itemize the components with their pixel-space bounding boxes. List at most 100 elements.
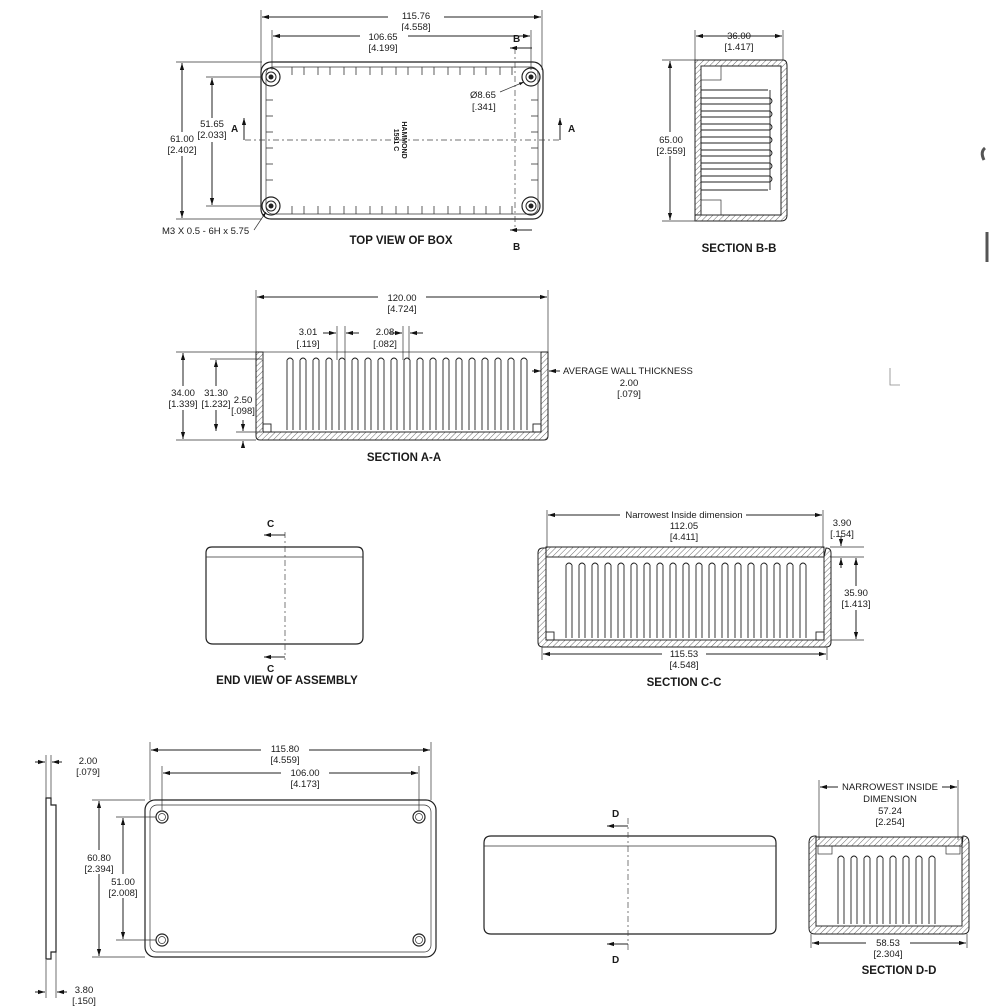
narrowest-inside-in: [4.411] [670, 532, 698, 543]
rib-marks [266, 67, 538, 214]
section-cc-outside-in: [4.548] [669, 660, 698, 671]
section-aa-depth-in: [1.339] [168, 399, 197, 410]
section-aa-walls [255, 351, 549, 441]
side-view: D D [483, 809, 777, 966]
section-dd-lid [815, 836, 963, 847]
end-view: C C END VIEW OF ASSEMBLY [205, 519, 364, 687]
overall-length: 115.76 [402, 11, 430, 22]
dd-inside: 57.24 [878, 806, 902, 817]
lid-edge-profile [45, 797, 57, 960]
rib-width: 2.08 [376, 327, 395, 338]
section-bb-height-in: [2.559] [656, 146, 685, 157]
section-dd: NARROWEST INSIDE DIMENSION 57.24 [2.254]… [808, 780, 970, 977]
narrowest-inside: 112.05 [670, 521, 698, 532]
lid-holes [155, 810, 426, 947]
floor-thickness: 2.50 [234, 395, 253, 406]
end-view-outline [205, 546, 364, 645]
section-cc-walls [537, 547, 832, 648]
section-cc-lid [545, 546, 825, 558]
lid-hole-span-in: [4.173] [290, 779, 319, 790]
stray-mark [889, 368, 900, 386]
wall-thickness: 2.00 [620, 378, 639, 389]
lid-hole-span: 106.00 [290, 768, 319, 779]
wall-thickness-in: [.079] [617, 389, 641, 400]
lid-thickness-2: 2.00 [79, 756, 98, 767]
dd-inside-label-1: NARROWEST INSIDE [842, 782, 938, 793]
lid-length-in: [4.559] [270, 755, 299, 766]
model-text: 1591 C [392, 129, 399, 152]
hole-height-in: [2.033] [197, 130, 226, 141]
section-aa-length: 120.00 [387, 293, 416, 304]
section-aa-ribs [262, 357, 542, 433]
section-d-bottom-label: D [612, 955, 619, 966]
lid-height-in: [2.394] [84, 864, 113, 875]
section-cc: Narrowest Inside dimension 112.05 [4.411… [537, 509, 872, 689]
boss-diameter-in: [.341] [472, 102, 496, 113]
lid-hole-height: 51.00 [111, 877, 135, 888]
section-c-bottom-label: C [267, 664, 274, 675]
narrowest-inside-label: Narrowest Inside dimension [625, 510, 742, 521]
side-view-outline [483, 835, 777, 935]
rib-pitch-in: [.119] [296, 339, 319, 350]
rib-pitch: 3.01 [299, 327, 318, 338]
section-a-left-label: A [231, 124, 238, 135]
height-in: [2.402] [167, 145, 196, 156]
end-view-title: END VIEW OF ASSEMBLY [216, 675, 358, 687]
section-a-right-label: A [568, 124, 575, 135]
lid-thickness: 3.90 [833, 518, 852, 529]
section-aa-length-in: [4.724] [387, 304, 416, 315]
lid-thickness-in: [.154] [830, 529, 854, 540]
floor-thickness-in: [.098] [231, 406, 255, 417]
thread-note: M3 X 0.5 - 6H x 5.75 [162, 226, 249, 237]
lid-outline [144, 799, 437, 958]
dd-outside-in: [2.304] [873, 949, 902, 960]
section-bb-walls [694, 59, 788, 222]
lid-total-thickness-in: [.150] [72, 996, 96, 1007]
lid-total-thickness: 3.80 [75, 985, 94, 996]
wall-label: AVERAGE WALL THICKNESS [563, 366, 693, 377]
lid-height: 60.80 [87, 853, 111, 864]
section-dd-ribs [837, 855, 936, 924]
edge-artifact [980, 146, 987, 161]
section-cc-outside: 115.53 [670, 649, 698, 660]
inside-depth-in: [1.232] [201, 399, 230, 410]
dd-inside-in: [2.254] [875, 817, 904, 828]
section-cc-ribs [545, 562, 825, 641]
lid-thickness-2-in: [.079] [76, 767, 100, 778]
hole-height: 51.65 [200, 119, 224, 130]
dd-outside: 58.53 [876, 938, 900, 949]
top-view-title: TOP VIEW OF BOX [349, 235, 452, 247]
brand-text: HAMMOND [400, 121, 407, 158]
section-cc-title: SECTION C-C [647, 677, 722, 689]
inside-depth: 31.30 [204, 388, 228, 399]
section-cc-height-in: [1.413] [841, 599, 870, 610]
hole-span: 106.65 [368, 32, 397, 43]
dd-inside-label-2: DIMENSION [863, 794, 917, 805]
section-aa: 120.00 [4.724] 3.01 [.119] 2.08 [.082] [166, 290, 693, 464]
section-bb-height: 65.00 [659, 135, 683, 146]
lid-length: 115.80 [271, 744, 299, 755]
lid-hole-height-in: [2.008] [108, 888, 137, 899]
section-d-top-label: D [612, 809, 619, 820]
section-aa-depth: 34.00 [171, 388, 195, 399]
section-dd-title: SECTION D-D [862, 965, 937, 977]
lid-views: 2.00 [.079] 3.80 [.150] 115.80 [4.559] 1… [35, 742, 437, 1007]
section-c-top-label: C [267, 519, 274, 530]
hole-span-in: [4.199] [368, 43, 397, 54]
section-bb-width: 36.00 [727, 31, 751, 42]
top-view: 115.76 [4.558] 106.65 [4.199] [162, 10, 575, 253]
rib-width-in: [.082] [373, 339, 397, 350]
section-cc-height: 35.90 [844, 588, 868, 599]
section-aa-title: SECTION A-A [367, 452, 441, 464]
section-bb-ribs [701, 89, 773, 191]
section-b-bottom-label: B [513, 242, 520, 253]
overall-length-in: [4.558] [401, 22, 430, 33]
boss-diameter: Ø8.65 [470, 90, 496, 101]
section-bb: 36.00 [1.417] 65.00 [2.559] SECTION B-B [654, 30, 788, 255]
height: 61.00 [170, 134, 194, 145]
box-outline [260, 61, 544, 220]
section-bb-width-in: [1.417] [724, 42, 753, 53]
section-dd-walls [808, 835, 970, 935]
section-b-top-label: B [513, 34, 520, 45]
